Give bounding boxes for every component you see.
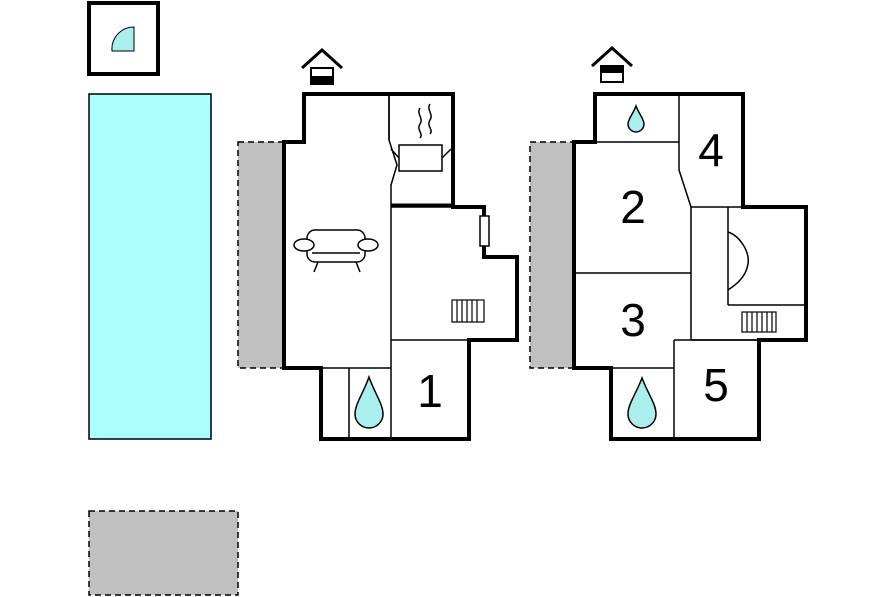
terrace-ground [237, 141, 285, 369]
terrace-bottom [88, 510, 239, 596]
terrace-upper [529, 141, 575, 369]
ground-floor: 1 [237, 47, 519, 441]
house-entrance-icon [300, 47, 344, 85]
water-drop-icon [627, 375, 657, 429]
window-icon [479, 215, 490, 247]
room-3-label: 3 [620, 294, 646, 346]
quarter-circle-icon [111, 26, 135, 52]
radiator-icon [451, 299, 485, 323]
upper-floor-walls [572, 92, 808, 441]
radiator-icon [741, 311, 777, 333]
room-1-label: 1 [417, 365, 443, 417]
stove-hood-icon [390, 103, 452, 172]
upper-floor: 2 3 4 5 [529, 45, 808, 441]
house-entrance-icon [590, 45, 634, 83]
room-2-label: 2 [620, 181, 646, 233]
fireplace-icon [727, 231, 749, 291]
room-4-label: 4 [698, 124, 724, 176]
pool [88, 93, 212, 440]
outbuilding [87, 1, 160, 76]
sofa-icon [293, 229, 379, 273]
room-5-label: 5 [703, 359, 729, 411]
water-drop-icon [354, 374, 384, 429]
water-drop-icon [627, 103, 645, 133]
